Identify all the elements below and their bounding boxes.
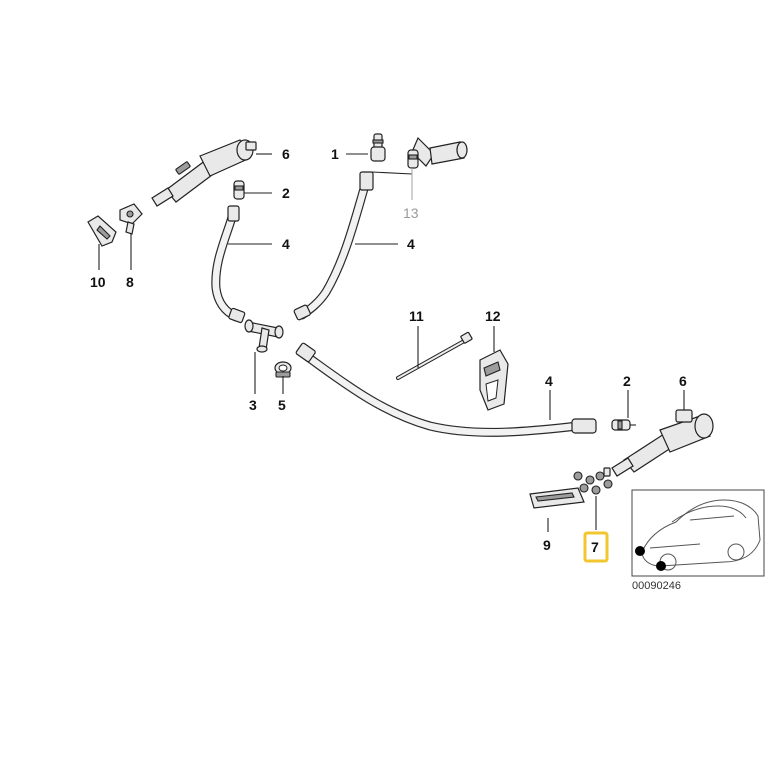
- hose-connector-1[interactable]: [370, 133, 386, 162]
- hose-long[interactable]: [295, 342, 597, 437]
- callout-4-right: 4: [545, 373, 553, 389]
- callout-11: 11: [409, 308, 424, 324]
- washer-nozzle-upper-left[interactable]: [151, 139, 257, 207]
- callout-2-top: 2: [282, 185, 290, 201]
- washer-nozzle-right[interactable]: [611, 409, 714, 477]
- angle-fitting[interactable]: [407, 136, 468, 169]
- callout-6-top: 6: [282, 146, 290, 162]
- callout-6-right: 6: [679, 373, 687, 389]
- callout-7: 7: [591, 539, 599, 555]
- inset-reference-number: 00090246: [632, 580, 681, 592]
- nozzle-location-left: [635, 546, 645, 556]
- callout-5: 5: [278, 397, 286, 413]
- callout-labels: 6 2 4 1 4 13 10 8 3 5 11 12 4 2 6 9: [90, 146, 687, 553]
- callout-10: 10: [90, 274, 106, 290]
- callout-8: 8: [126, 274, 134, 290]
- hose-left[interactable]: [211, 205, 246, 324]
- callout-3: 3: [249, 397, 257, 413]
- vehicle-locator-inset: 00090246: [631, 489, 765, 592]
- callout-1: 1: [331, 146, 339, 162]
- check-valve-right[interactable]: [611, 419, 636, 431]
- callout-2-right: 2: [623, 373, 631, 389]
- hose-holder[interactable]: [479, 349, 509, 411]
- callout-7-highlight[interactable]: 7: [583, 531, 609, 563]
- cover-cap[interactable]: [87, 215, 117, 247]
- cable-tie[interactable]: [396, 331, 473, 380]
- nozzle-location-right: [656, 561, 666, 571]
- t-piece-connector[interactable]: [244, 319, 284, 353]
- leader-lines: [98, 153, 685, 532]
- callout-13: 13: [403, 205, 419, 221]
- callout-9: 9: [543, 537, 551, 553]
- callout-12: 12: [485, 308, 501, 324]
- callout-4-mid: 4: [407, 236, 415, 252]
- hose-middle[interactable]: [293, 171, 374, 321]
- mounting-clip[interactable]: [119, 203, 143, 235]
- check-valve-upper[interactable]: [233, 180, 245, 200]
- hose-clamp[interactable]: [274, 361, 292, 378]
- screw-kit[interactable]: [573, 467, 613, 495]
- cover-strip[interactable]: [529, 487, 585, 509]
- callout-4-left: 4: [282, 236, 290, 252]
